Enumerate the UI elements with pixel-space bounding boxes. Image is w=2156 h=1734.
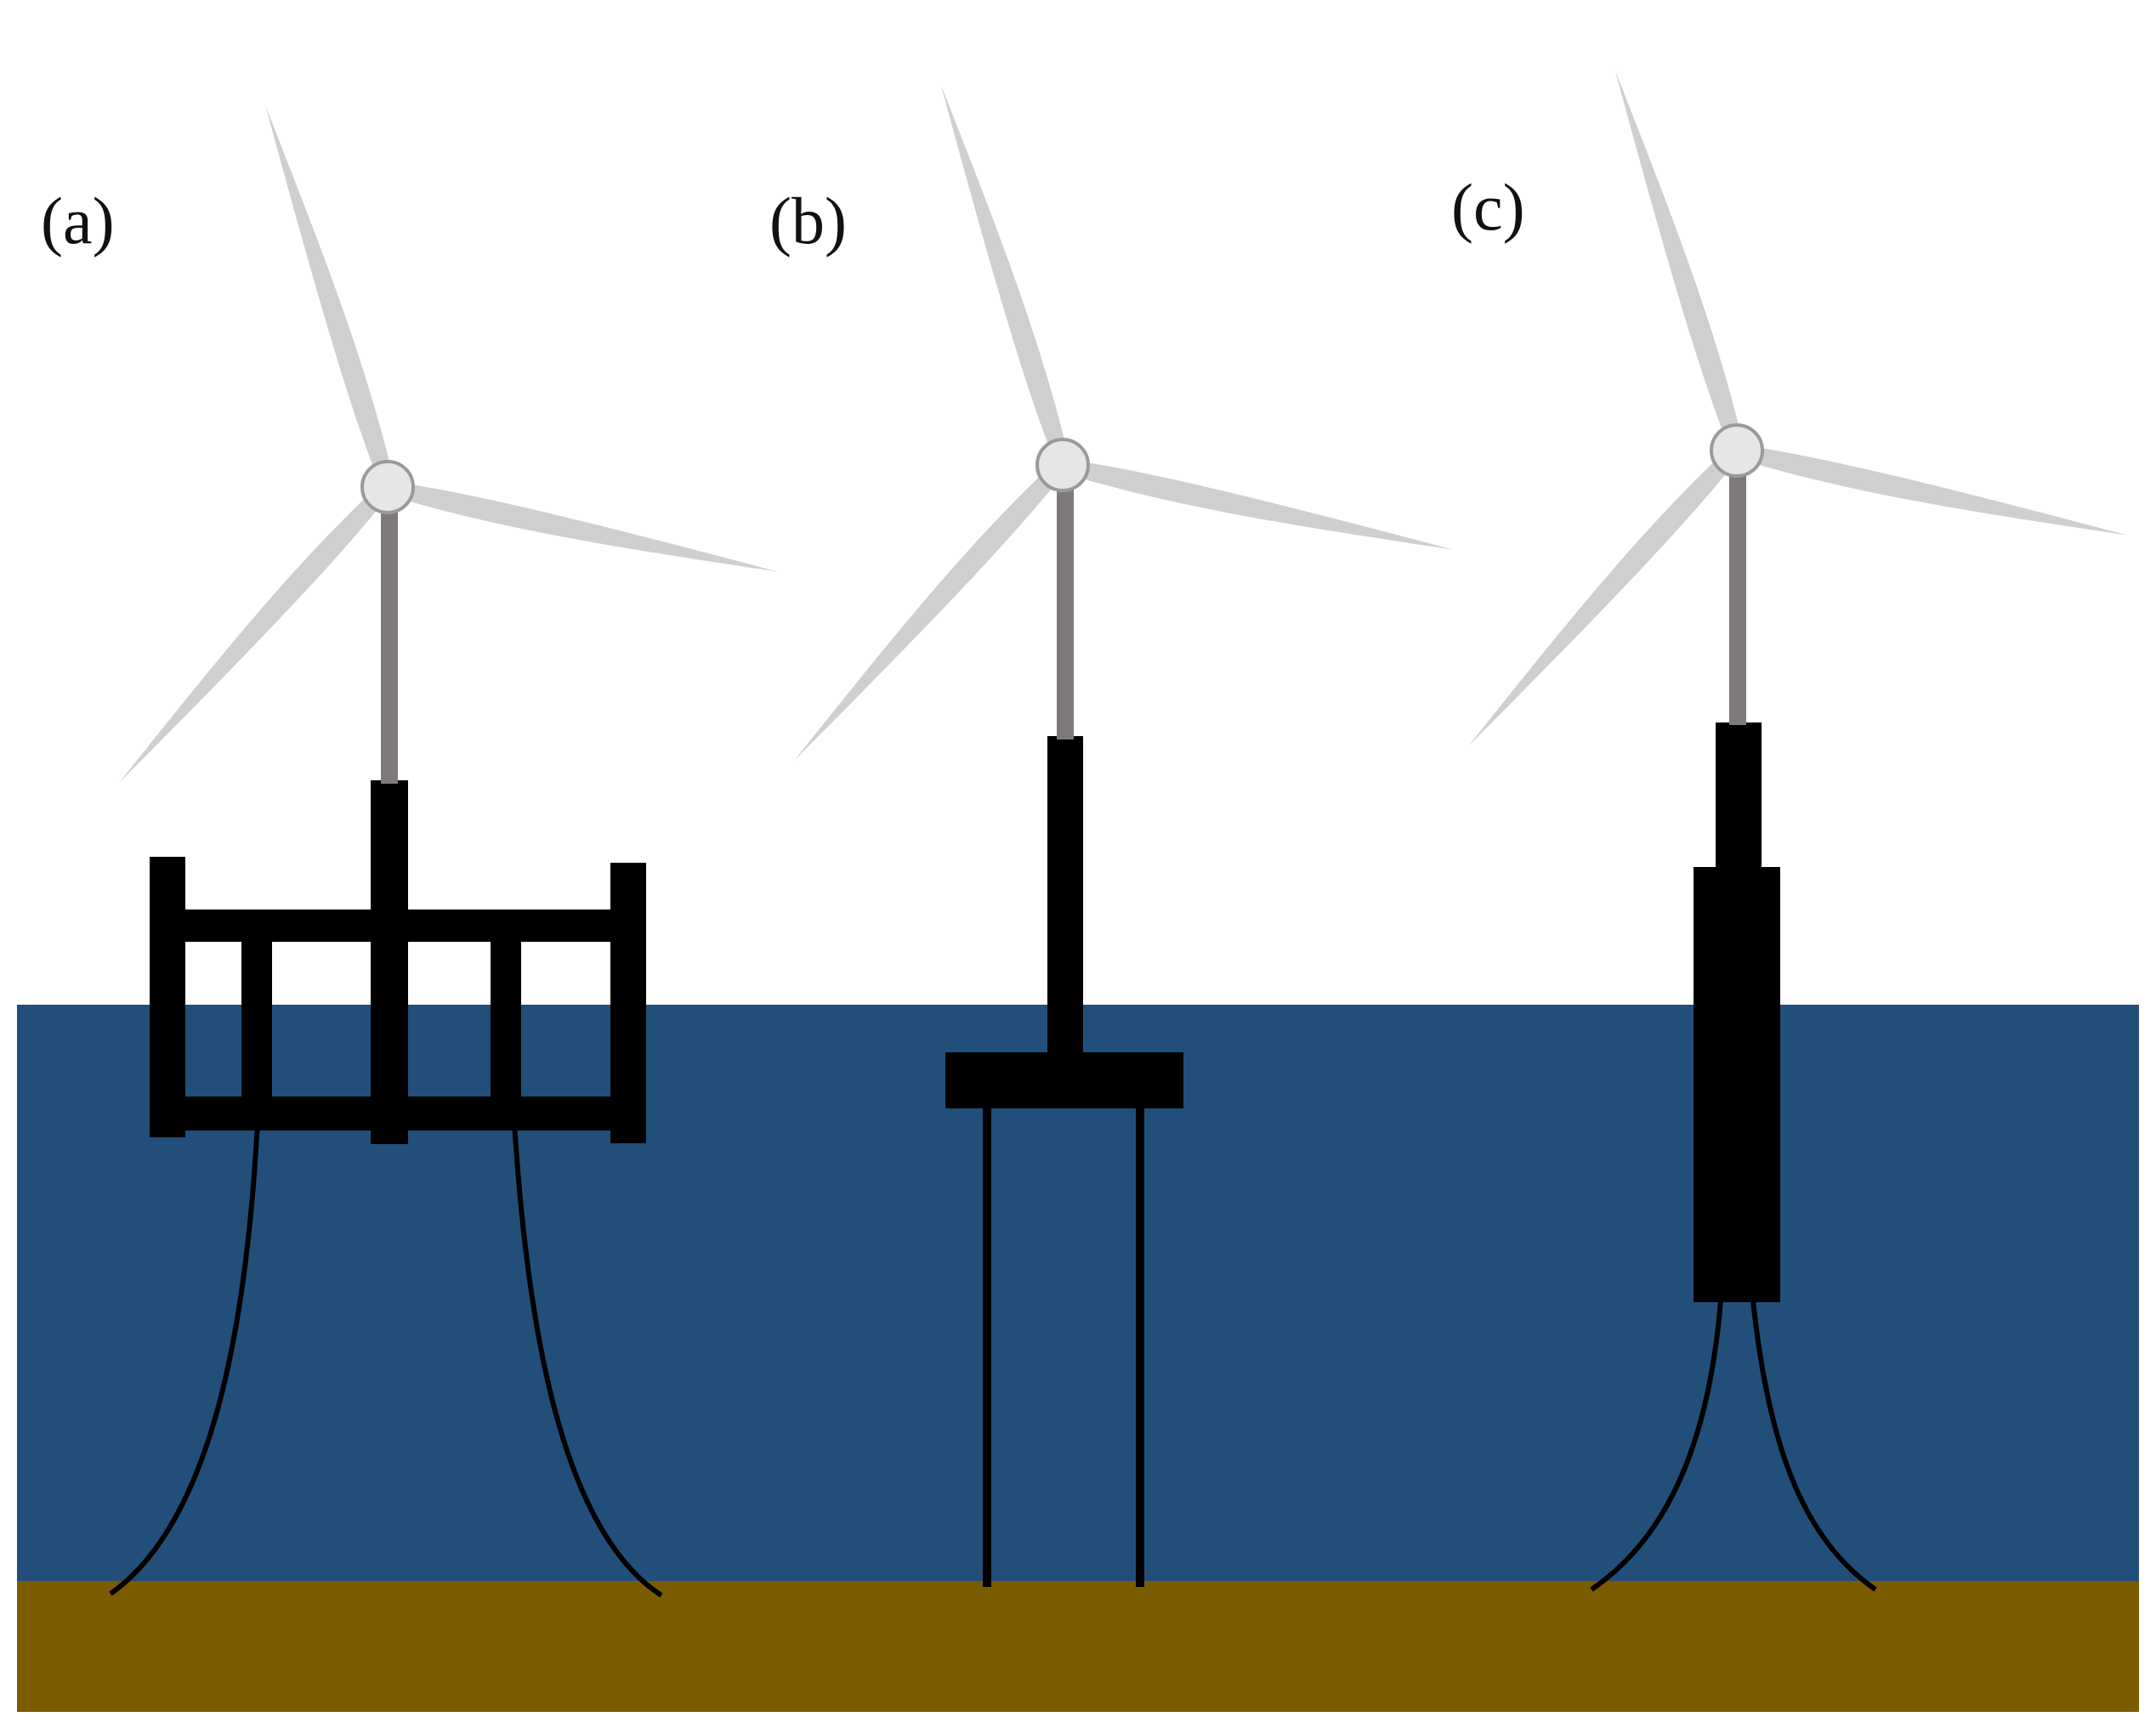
hub-a	[360, 460, 415, 514]
label-b: (b)	[769, 184, 847, 258]
turbine-c-spar-buoy	[1460, 66, 2130, 1592]
mooring-line-a-left	[109, 1121, 260, 1596]
rotor-c	[1460, 66, 2130, 754]
tlp-platform	[945, 1052, 1183, 1108]
turbine-b-tension-leg-platform	[786, 81, 1455, 1587]
turbine-a-semi-submersible	[109, 103, 780, 1598]
seabed	[17, 1581, 2139, 1712]
tendon-b-left	[983, 1105, 991, 1587]
tower-a	[381, 495, 398, 784]
mooring-line-c-left	[1590, 1300, 1723, 1592]
mooring-line-c-right	[1750, 1300, 1877, 1592]
spar-hull	[1694, 867, 1780, 1302]
tower-b	[1057, 476, 1074, 740]
spar-upper-column	[1716, 722, 1762, 871]
semi-submersible-platform	[150, 780, 646, 1144]
tendon-b-right	[1136, 1105, 1144, 1587]
rotor-b	[786, 81, 1455, 768]
rotor-a	[111, 103, 780, 790]
hub-b	[1035, 438, 1090, 492]
label-a: (a)	[41, 184, 115, 258]
tlp-column	[1047, 736, 1083, 1056]
mooring-line-a-right	[512, 1121, 663, 1598]
tower-c	[1729, 463, 1746, 725]
hub-c	[1710, 423, 1764, 478]
label-c: (c)	[1451, 170, 1525, 244]
